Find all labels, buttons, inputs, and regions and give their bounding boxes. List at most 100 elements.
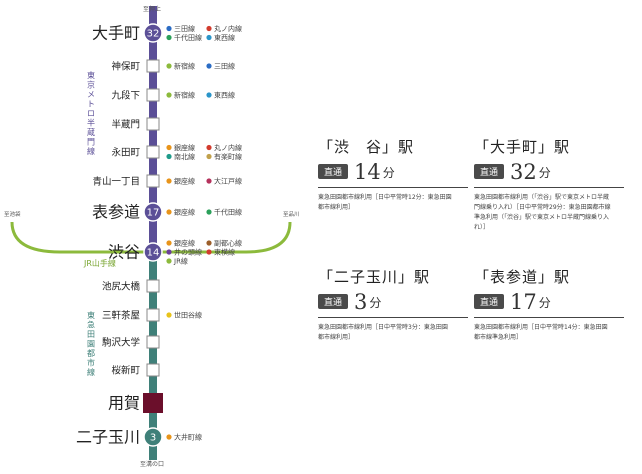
svg-text:門: 門 [87,138,95,147]
svg-text:園: 園 [87,340,95,349]
line-dot-icon [166,249,172,255]
station-0: 32 大手町 三田線 丸ノ内線千代田線東西線 [92,23,242,43]
youga-marker [143,393,163,413]
station-name: 青山一丁目 [92,176,140,188]
line-dot-icon [206,63,212,69]
direct-badge: 直通 [318,294,349,309]
transfer-name: 銀座線 [174,208,195,217]
station-name: 二子玉川 [76,428,140,447]
line-dot-icon [166,63,172,69]
transfer-name: JR線 [173,257,188,266]
svg-text:メ: メ [87,90,95,99]
station-name: 三軒茶屋 [102,310,140,322]
station-badge [143,242,163,262]
unit: 分 [369,296,382,310]
svg-text:東: 東 [87,310,95,320]
svg-text:市: 市 [87,358,95,368]
transfer-line: JR線 [166,257,188,266]
station-name: 九段下 [111,90,140,102]
panel-note: 東急田園都市線利用［日中平常時12分：東急田園 都市線利用］ [318,194,452,211]
transfer-line: 南北線 [166,152,195,161]
panel-title: 「二子玉川」駅 [318,268,431,286]
station-10: 駒沢大学 [102,335,160,349]
divider [318,317,468,318]
transfer-name: 千代田線 [174,33,202,42]
station-marker [146,363,160,377]
direct-badge: 直通 [474,294,505,309]
station-6: 17 表参道 銀座線 千代田線 [92,202,242,222]
transfer-name: 井の頭線 [174,248,202,257]
transfer-name: 丸ノ内線 [214,143,242,152]
minutes: 17 [510,290,537,314]
station-layer: 32大手町三田線丸ノ内線千代田線東西線神保町新宿線三田線九段下新宿線東西線半蔵門… [76,23,242,447]
transfer-name: 三田線 [174,24,195,33]
station-2: 九段下新宿線東西線 [111,88,235,102]
station-7: 14渋谷銀座線副都心線井の頭線東横線JR線 [108,239,242,266]
station-number: 3 [150,433,156,444]
station-number: 32 [147,29,160,40]
panel-note: 東急田園都市線利用［日中平常時3分：東急田園 都市線利用］ [318,324,448,341]
svg-text:京: 京 [87,80,95,90]
station-name: 桜新町 [111,365,140,377]
transfer-line: 大井町線 [166,433,202,442]
station-badge [143,427,163,447]
svg-text:東: 東 [87,70,95,80]
transfer-line: 三田線 [166,24,195,33]
station-11: 桜新町 [111,363,160,377]
line-dot-icon [206,178,212,184]
line-dot-icon [166,92,172,98]
transfer-name: 大江戸線 [214,177,242,186]
svg-text:線: 線 [87,146,95,156]
line-dot-icon [166,178,172,184]
station-8: 池尻大橋 [102,279,160,293]
station-name: 渋谷 [108,243,140,262]
line-dot-icon [206,240,212,246]
station-name: 大手町 [92,24,140,43]
transfer-line: 世田谷線 [166,311,202,320]
unit: 分 [538,296,551,310]
station-name: 半蔵門 [111,119,140,131]
station-marker [146,88,160,102]
station-marker [146,145,160,159]
transfer-line: 千代田線 [166,33,202,42]
transfer-line: 銀座線 [166,239,195,248]
direct-badge: 直通 [474,164,505,179]
line-dot-icon [206,34,212,41]
transfer-name: 千代田線 [214,208,242,217]
transfer-name: 銀座線 [174,177,195,186]
transfer-line: 大江戸線 [206,177,242,186]
route-map: 東京メトロ半蔵門線東急田園都市線 32大手町三田線丸ノ内線千代田線東西線神保町新… [4,5,300,468]
divider [474,187,624,188]
panel-note: 東急田園都市線利用（「渋谷」駅で東京メトロ半蔵 門線乗り入れ）［日中平常時29分… [474,194,611,231]
transfer-name: 三田線 [214,62,235,71]
station-name: 表参道 [92,203,140,222]
station-marker [146,335,160,349]
transfer-name: 丸ノ内線 [214,24,242,33]
hanzomon-label: 東京メトロ半蔵門線 [87,70,95,156]
station-5: 青山一丁目 銀座線 大江戸線 [92,174,242,188]
minutes: 14 [354,160,381,184]
svg-text:線: 線 [87,367,95,377]
svg-text:急: 急 [87,320,95,330]
station-name: 用賀 [108,394,140,413]
line-dot-icon [166,144,172,151]
svg-text:ロ: ロ [87,109,95,118]
line-dot-icon [206,25,212,32]
panel-note: 東急田園都市線利用［日中平常時14分：東急田園 都市線準急利用］ [474,324,608,341]
transfer-line: 銀座線 [166,143,195,152]
panel-title: 「表参道」駅 [474,268,571,286]
transfer-line: 新宿線 [166,62,195,71]
station-number: 17 [147,208,160,219]
line-dot-icon [206,144,212,151]
station-badge [143,202,163,222]
transfer-line: 東西線 [206,33,235,42]
transfer-line: 銀座線 [166,208,195,217]
transfer-line: 井の頭線 [166,248,202,257]
transfer-name: 南北線 [174,152,195,161]
line-dot-icon [206,249,212,255]
terminal-right: 至品川 [283,211,300,218]
